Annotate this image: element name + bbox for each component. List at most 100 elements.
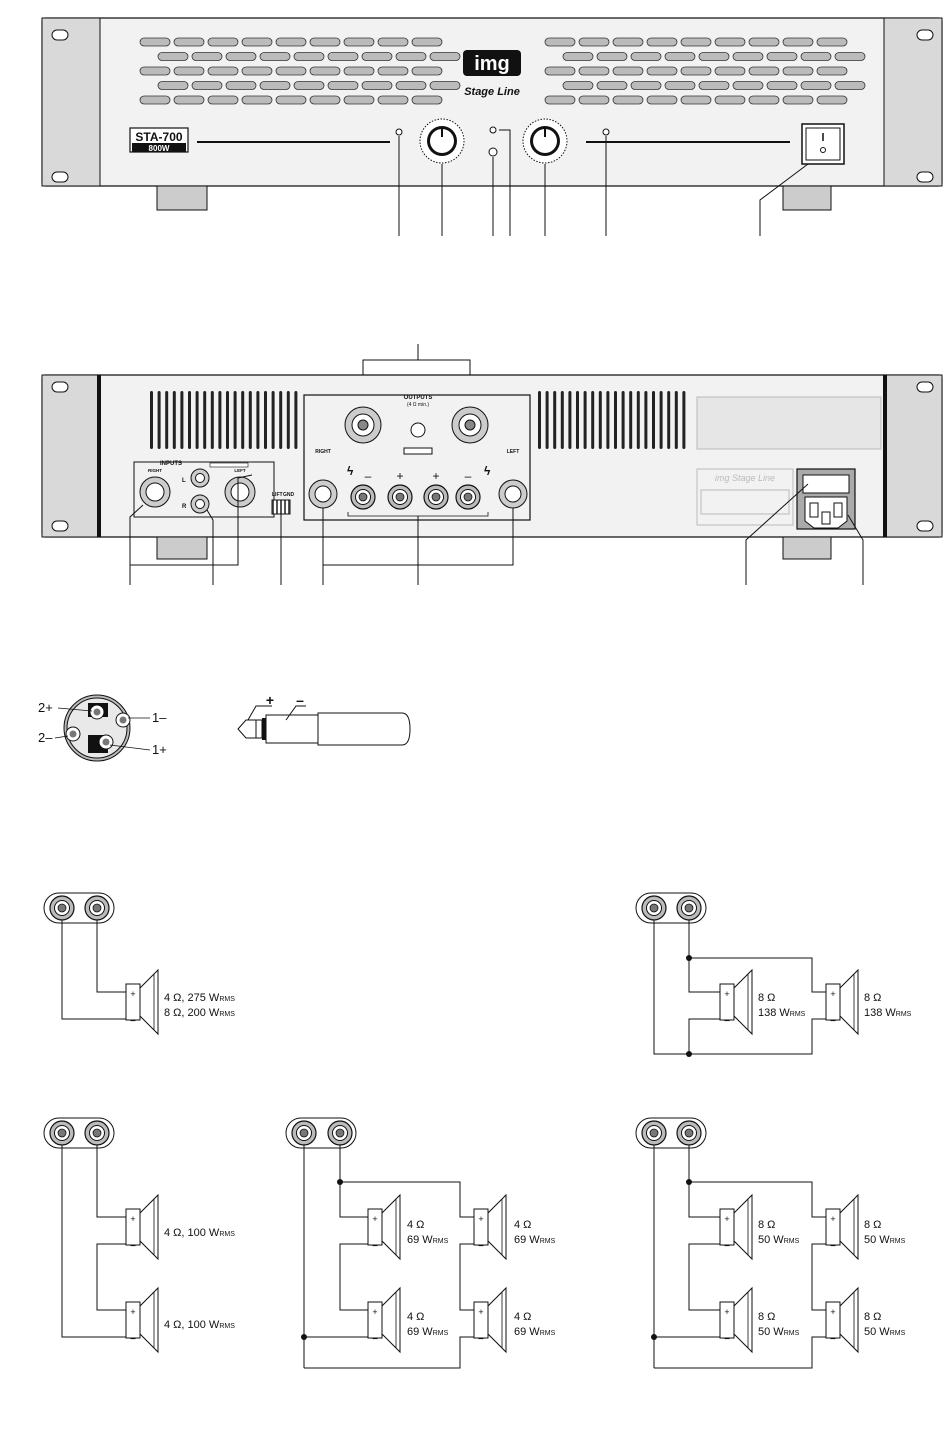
svg-text:+: + xyxy=(432,469,439,483)
power-switch[interactable] xyxy=(801,123,845,165)
svg-text:INPUTS: INPUTS xyxy=(160,461,182,467)
vent-bar xyxy=(264,391,267,449)
jack-plug-pinout: + – xyxy=(237,692,411,746)
vent-bar xyxy=(180,391,184,449)
vent-slot xyxy=(411,95,443,105)
vent-bar xyxy=(150,391,153,449)
svg-text:+: + xyxy=(266,692,274,708)
vent-slot xyxy=(309,37,341,47)
vent-slot xyxy=(544,66,576,76)
vent-bar xyxy=(279,391,283,449)
vent-slot xyxy=(562,52,594,61)
wiring-four-8ohm: +– +– +– +– 8 Ω 50 WRMS 8 Ω 50 WRMS 8 Ω … xyxy=(635,1117,906,1369)
vent-bar xyxy=(545,391,549,449)
vent-slot xyxy=(377,66,409,76)
front-vents-left xyxy=(139,37,461,105)
svg-text:–: – xyxy=(724,1333,729,1343)
svg-text:–: – xyxy=(724,1015,729,1025)
vent-slot xyxy=(578,66,610,76)
vent-slot xyxy=(275,95,307,105)
svg-text:(4 Ω min.): (4 Ω min.) xyxy=(407,402,429,408)
vent-slot xyxy=(646,37,678,47)
svg-text:2–: 2– xyxy=(38,730,53,745)
vent-slot xyxy=(664,52,696,61)
rear-vents-right xyxy=(538,391,686,449)
svg-text:+: + xyxy=(830,1307,835,1317)
svg-text:GND: GND xyxy=(283,492,295,498)
svg-text:138 WRMS: 138 WRMS xyxy=(758,1007,806,1019)
svg-text:–: – xyxy=(478,1240,483,1250)
svg-text:+: + xyxy=(830,989,835,999)
xlr-input-left[interactable] xyxy=(224,476,256,508)
vent-slot xyxy=(630,81,662,90)
vent-bar xyxy=(256,391,260,449)
vent-slot xyxy=(782,66,814,76)
rca-input-right[interactable] xyxy=(190,494,210,514)
vent-bar xyxy=(188,391,191,449)
speakon-output-right[interactable] xyxy=(451,406,489,444)
svg-text:+: + xyxy=(830,1214,835,1224)
jack-output-right[interactable] xyxy=(308,479,338,509)
vent-slot xyxy=(714,66,746,76)
vent-slot xyxy=(612,66,644,76)
vent-slot xyxy=(816,66,848,76)
vent-slot xyxy=(173,37,205,47)
rca-input-left[interactable] xyxy=(190,468,210,488)
vent-slot xyxy=(191,52,223,61)
svg-text:50 WRMS: 50 WRMS xyxy=(864,1234,906,1246)
svg-text:69 WRMS: 69 WRMS xyxy=(407,1326,449,1338)
front-callout-lines xyxy=(398,129,809,236)
svg-text:RIGHT: RIGHT xyxy=(148,468,162,473)
vent-slot xyxy=(578,37,610,47)
vent-slot xyxy=(612,95,644,105)
vent-slot xyxy=(732,81,764,90)
vent-bar xyxy=(659,391,663,449)
svg-text:–: – xyxy=(365,469,372,483)
vent-bar xyxy=(591,391,595,449)
ground-lift-switch[interactable]: LIFT GND xyxy=(271,492,295,515)
vent-bar xyxy=(241,391,245,449)
svg-text:STA-700: STA-700 xyxy=(135,130,182,144)
svg-text:+: + xyxy=(130,1214,135,1224)
vent-slot xyxy=(544,37,576,47)
vent-slot xyxy=(766,52,798,61)
brand-logo: img Stage Line xyxy=(463,50,521,98)
vent-slot xyxy=(834,81,866,90)
vent-bar xyxy=(195,391,199,449)
svg-text:1–: 1– xyxy=(152,710,167,725)
vent-slot xyxy=(411,37,443,47)
vent-bar xyxy=(560,391,564,449)
svg-text:4 Ω: 4 Ω xyxy=(407,1311,424,1323)
svg-text:800W: 800W xyxy=(149,144,170,153)
svg-text:4 Ω: 4 Ω xyxy=(514,1311,531,1323)
svg-text:+: + xyxy=(724,1214,729,1224)
vent-slot xyxy=(596,52,628,61)
gain-knob-right[interactable] xyxy=(522,118,568,164)
vent-slot xyxy=(429,52,461,61)
vent-bar xyxy=(598,391,602,449)
svg-text:ϟ: ϟ xyxy=(484,464,491,478)
vent-slot xyxy=(241,66,273,76)
wiring-single-speaker: + – 4 Ω, 275 WRMS 8 Ω, 200 WRMS xyxy=(43,892,235,1035)
vent-slot xyxy=(139,66,171,76)
svg-text:8 Ω, 200 WRMS: 8 Ω, 200 WRMS xyxy=(164,1007,235,1019)
xlr-input-right[interactable] xyxy=(139,476,171,508)
mains-inlet[interactable] xyxy=(796,468,856,530)
svg-text:8 Ω: 8 Ω xyxy=(864,1311,881,1323)
svg-text:50 WRMS: 50 WRMS xyxy=(864,1326,906,1338)
speakon-output-left[interactable] xyxy=(344,406,382,444)
vent-slot xyxy=(562,81,594,90)
vent-slot xyxy=(327,81,359,90)
vent-bar xyxy=(210,391,214,449)
svg-text:+: + xyxy=(724,1307,729,1317)
vent-slot xyxy=(173,95,205,105)
vent-bar xyxy=(583,391,587,449)
gain-knob-left[interactable] xyxy=(419,118,465,164)
svg-text:+: + xyxy=(396,469,403,483)
svg-text:50 WRMS: 50 WRMS xyxy=(758,1234,800,1246)
jack-output-left[interactable] xyxy=(498,479,528,509)
vent-bar xyxy=(203,391,207,449)
vent-slot xyxy=(748,37,780,47)
svg-text:4 Ω, 100 WRMS: 4 Ω, 100 WRMS xyxy=(164,1227,235,1239)
